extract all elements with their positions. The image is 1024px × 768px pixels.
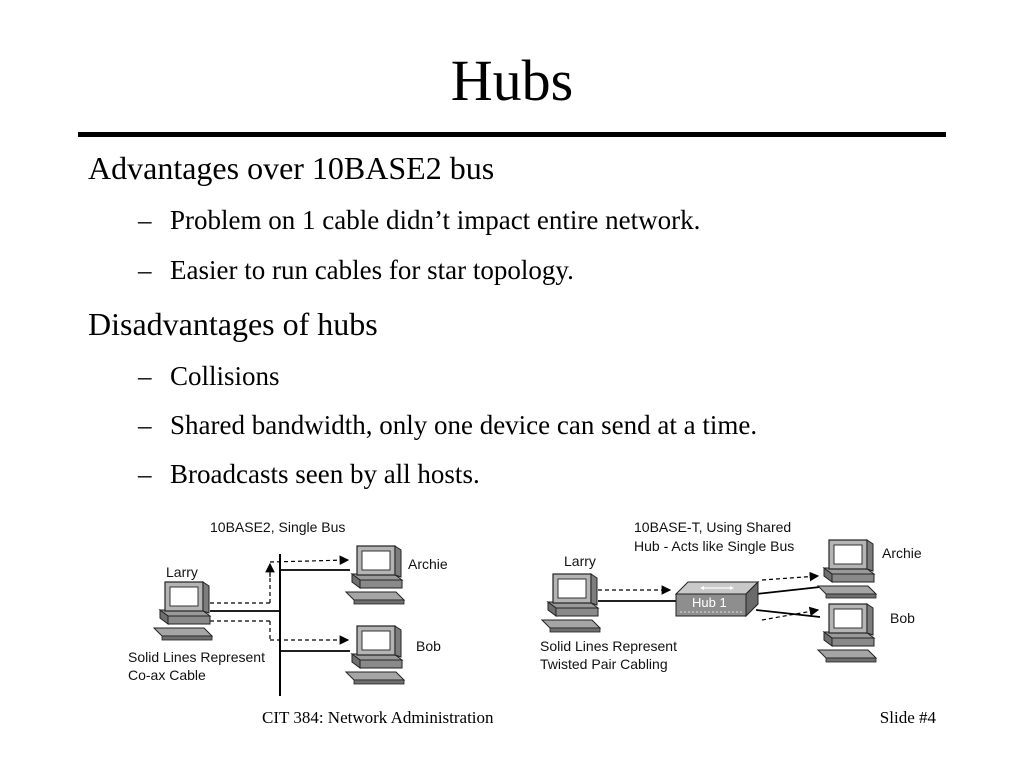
bullet-dash: – bbox=[138, 459, 152, 489]
host-label-archie: Archie bbox=[408, 556, 448, 572]
hub-device: Hub 1 bbox=[674, 580, 760, 618]
footer-slide-number: Slide #4 bbox=[879, 708, 936, 727]
diagram-caption: Twisted Pair Cabling bbox=[540, 656, 668, 672]
bullet-text: Easier to run cables for star topology. bbox=[170, 255, 574, 285]
signal-arrow bbox=[761, 606, 820, 621]
twisted-pair-cable bbox=[755, 586, 821, 595]
footer-course: CIT 384: Network Administration bbox=[262, 708, 494, 727]
diagram-caption: Solid Lines Represent bbox=[128, 649, 265, 665]
section-heading-advantages: Advantages over 10BASE2 bus bbox=[88, 150, 495, 186]
section-heading-disadvantages: Disadvantages of hubs bbox=[88, 306, 378, 342]
bullet-dash: – bbox=[138, 361, 152, 391]
computer-icon bbox=[817, 539, 877, 599]
diagram-title: 10BASE-T, Using Shared bbox=[634, 519, 791, 535]
computer-icon bbox=[345, 625, 405, 685]
computer-icon bbox=[541, 573, 601, 633]
host-label-bob: Bob bbox=[416, 638, 441, 654]
bullet-item: –Shared bandwidth, only one device can s… bbox=[138, 408, 757, 442]
host-label-archie: Archie bbox=[882, 545, 922, 561]
bullet-dash: – bbox=[138, 255, 152, 285]
signal-arrow bbox=[761, 571, 820, 582]
bullet-item: –Problem on 1 cable didn’t impact entire… bbox=[138, 203, 700, 237]
diagram-caption: Solid Lines Represent bbox=[540, 638, 677, 654]
bullet-item: –Broadcasts seen by all hosts. bbox=[138, 457, 480, 491]
bullet-text: Shared bandwidth, only one device can se… bbox=[170, 410, 758, 440]
host-label-larry: Larry bbox=[166, 564, 198, 580]
diagram-title: 10BASE2, Single Bus bbox=[210, 519, 345, 535]
diagram-10base2-bus: 10BASE2, Single Bus Larry Archie Bob Sol… bbox=[128, 519, 448, 696]
computer-icon bbox=[345, 545, 405, 605]
diagram-title: Hub - Acts like Single Bus bbox=[634, 538, 794, 554]
diagram-caption: Co-ax Cable bbox=[128, 667, 206, 683]
computer-icon bbox=[817, 603, 877, 663]
host-label-bob: Bob bbox=[890, 610, 915, 626]
title-divider bbox=[78, 132, 946, 137]
host-label-larry: Larry bbox=[564, 553, 596, 569]
hub-label: Hub 1 bbox=[692, 595, 727, 610]
computer-icon bbox=[153, 581, 213, 641]
bullet-dash: – bbox=[138, 410, 152, 440]
slide-title: Hubs bbox=[450, 48, 574, 113]
bullet-text: Broadcasts seen by all hosts. bbox=[170, 459, 480, 489]
bullet-text: Problem on 1 cable didn’t impact entire … bbox=[170, 205, 701, 235]
signal-arrow bbox=[269, 555, 350, 566]
diagram-10baset-hub: 10BASE-T, Using Shared Hub - Acts like S… bbox=[540, 519, 922, 672]
bullet-item: –Easier to run cables for star topology. bbox=[138, 253, 574, 287]
bullet-dash: – bbox=[138, 205, 152, 235]
bullet-text: Collisions bbox=[170, 361, 280, 391]
bullet-item: –Collisions bbox=[138, 359, 280, 393]
